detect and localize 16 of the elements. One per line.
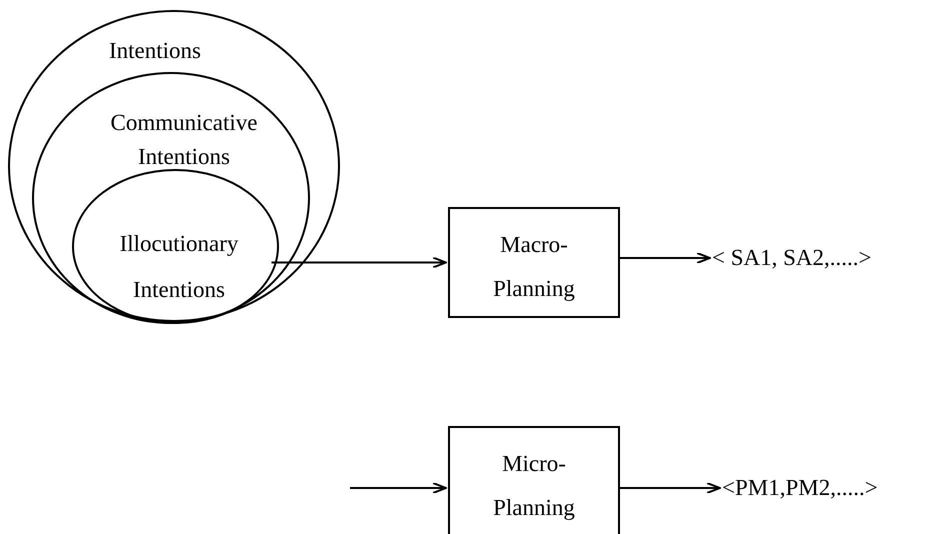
process-label: Macro- Planning xyxy=(492,231,576,303)
process-box xyxy=(448,426,620,534)
arrow xyxy=(620,252,711,264)
arrow xyxy=(272,256,447,268)
arrow xyxy=(350,482,447,494)
output-sequence: < SA1, SA2,.....> xyxy=(712,240,922,276)
ellipse-region xyxy=(32,72,310,324)
process-box xyxy=(448,207,620,318)
region-label: Communicative Intentions xyxy=(110,109,258,171)
ellipse-region xyxy=(72,169,279,324)
arrow xyxy=(620,482,721,494)
ellipse-region xyxy=(8,10,340,322)
region-label: Intentions xyxy=(108,37,202,65)
region-label: Illocutionary Intentions xyxy=(118,230,240,304)
output-sequence: <PM1,PM2,.....> xyxy=(722,470,922,506)
process-label: Micro- Planning xyxy=(492,450,576,522)
